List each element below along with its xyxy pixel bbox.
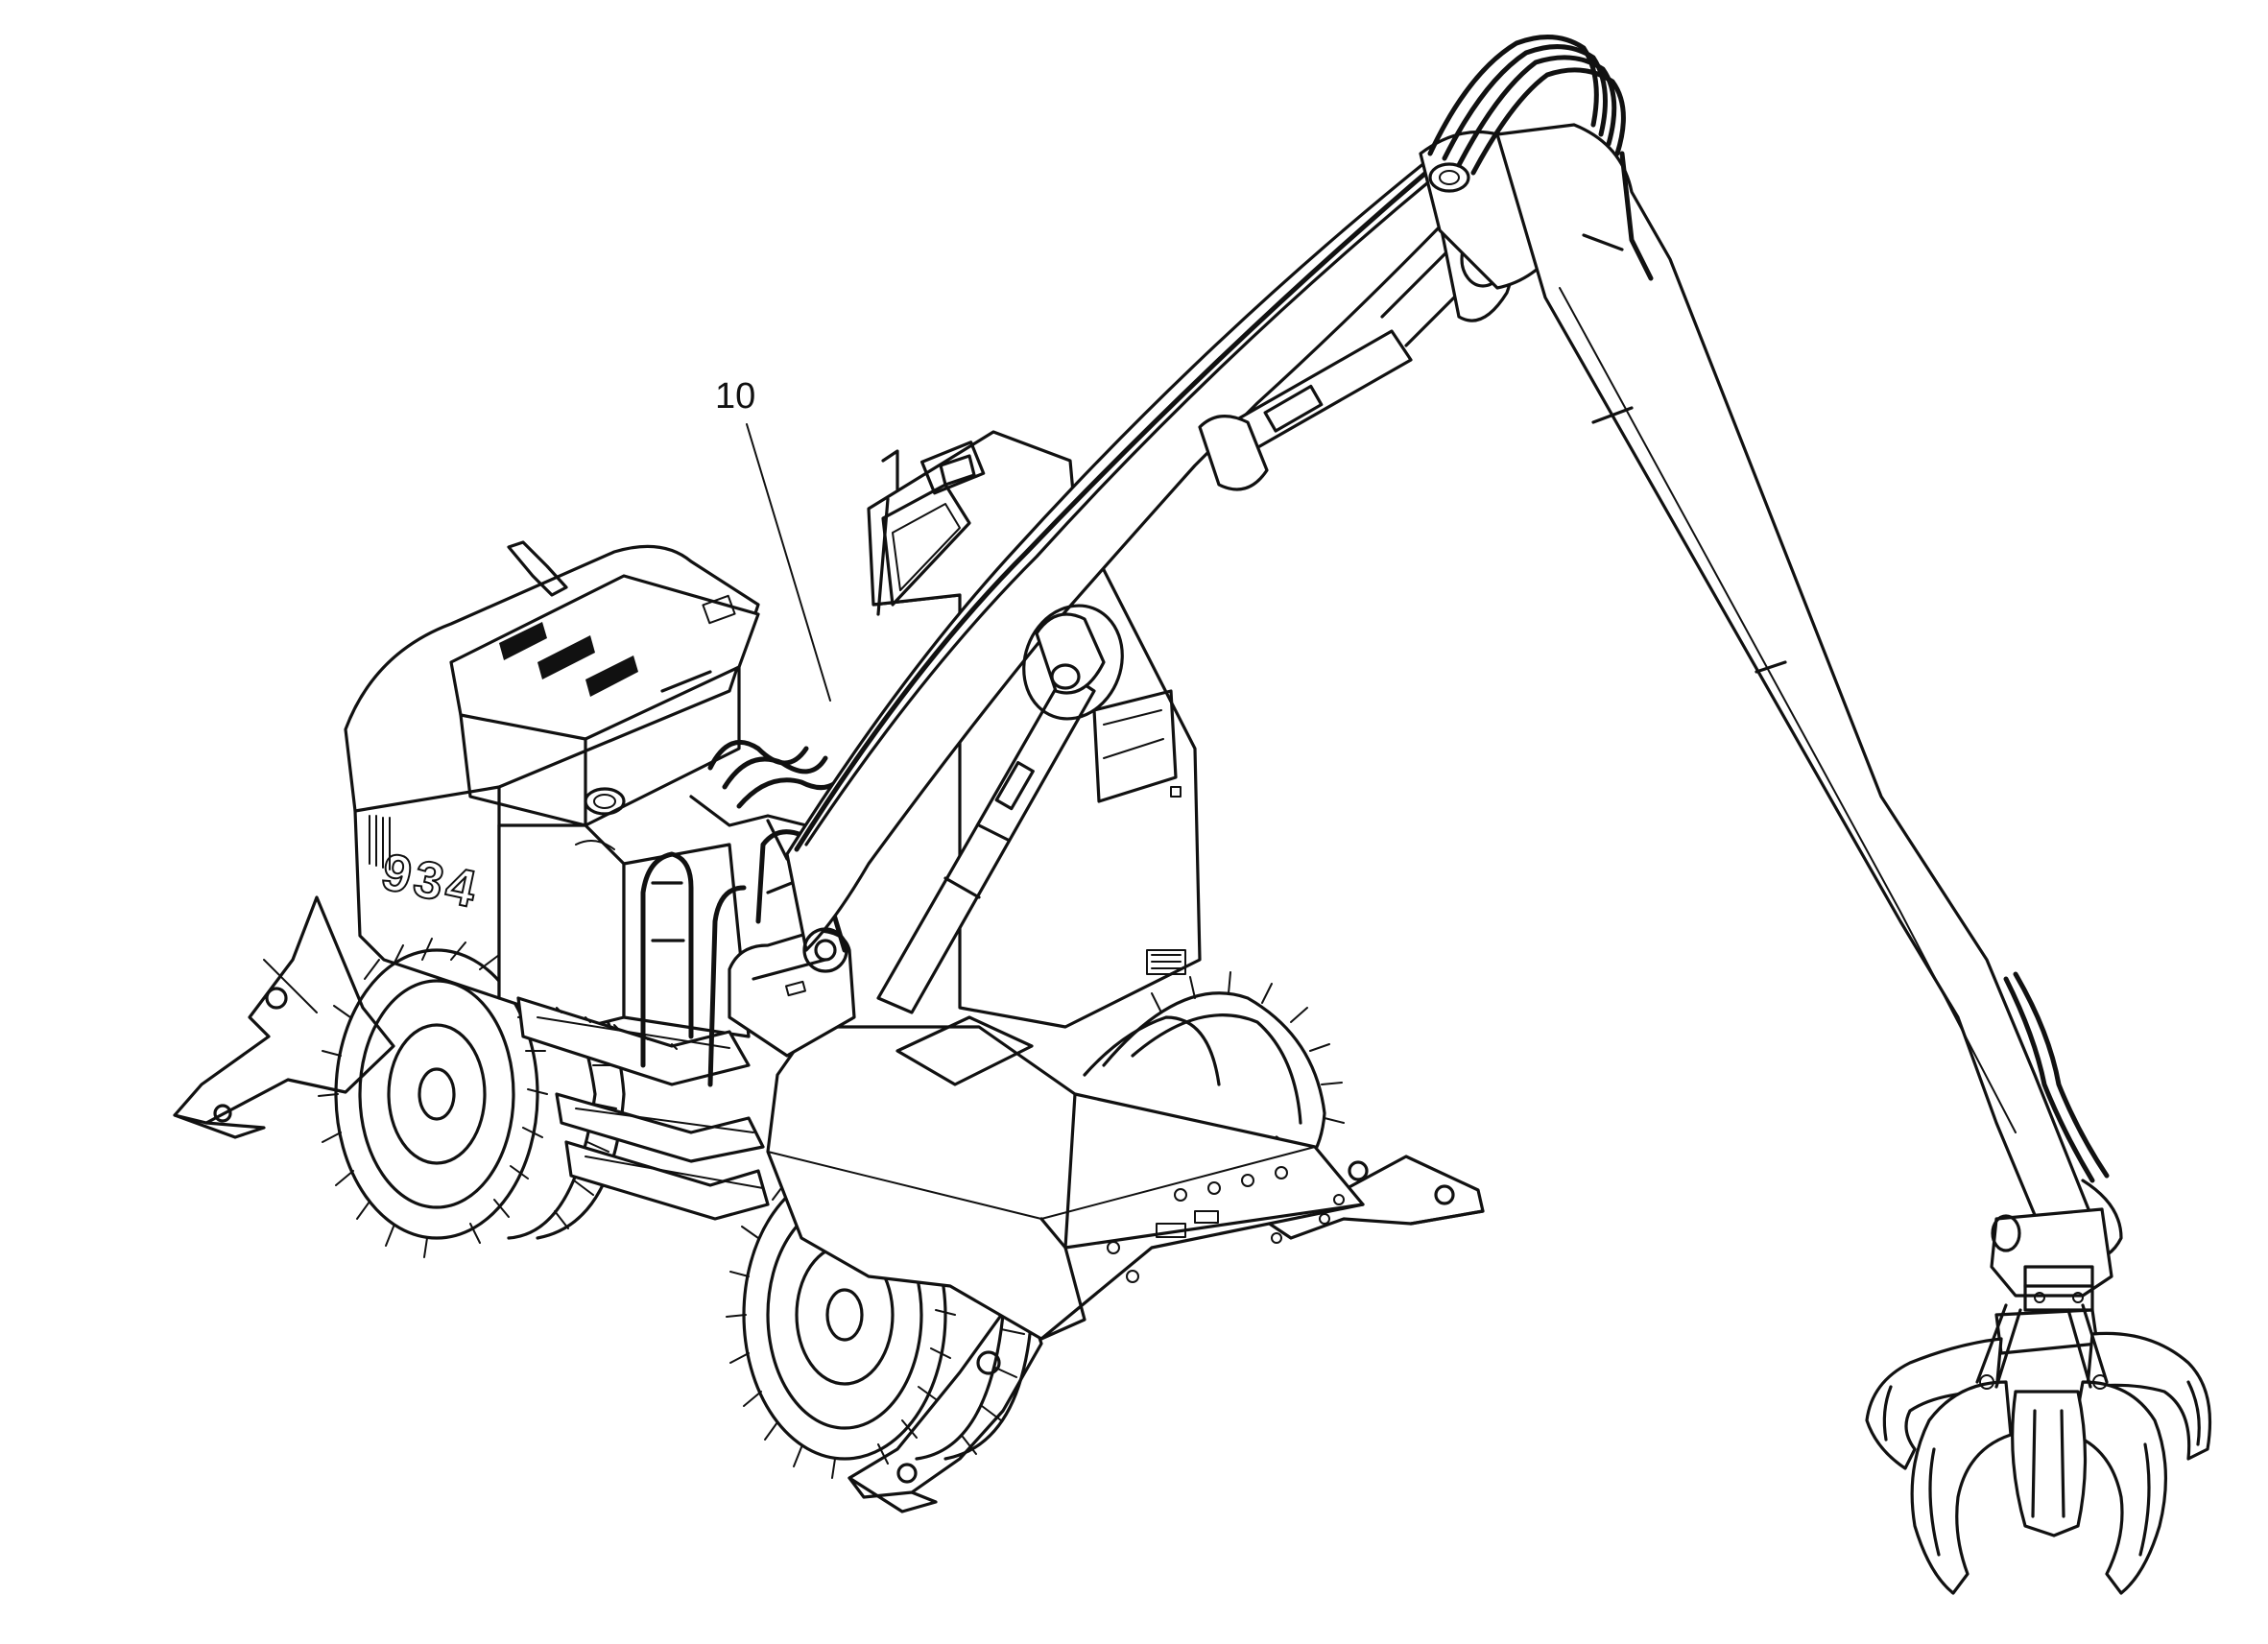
engine-hood [449,540,760,827]
callout-10: 10 [715,376,831,702]
stick-hoses [1427,35,2123,1262]
outrigger-rear-left [173,895,395,1139]
model-badge: 934 [377,843,485,919]
access-steps [516,996,770,1221]
callout-leader-line [746,423,831,702]
boom-cylinder [876,604,1124,1014]
grapple-tines [1865,1303,2211,1595]
side-panel-left [497,787,751,1038]
callout-label: 10 [715,376,755,417]
handrail [640,851,747,1087]
boom [785,156,1475,973]
undercarriage-frame [766,1015,1365,1341]
rotator-head [1990,1207,2113,1355]
stick [1495,123,2094,1240]
